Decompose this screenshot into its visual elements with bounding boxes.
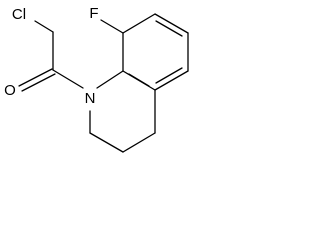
structure-diagram: Cl F O N xyxy=(4,5,189,153)
bond-carbonyl-nitrogen xyxy=(52,69,84,89)
bond-c4a-c8a-inner xyxy=(128,73,150,87)
bond-c8-c7 xyxy=(122,13,156,34)
bond-n-c8a xyxy=(96,70,124,89)
bond-carbonyl-oxygen-1 xyxy=(18,68,53,87)
bond-cl-ch2 xyxy=(34,20,54,33)
bond-c7-c6 xyxy=(154,13,189,34)
atom-fluorine: F xyxy=(89,5,98,22)
bond-c7-c6-inner xyxy=(155,20,183,37)
bond-c3-c4 xyxy=(122,132,156,153)
bond-carbonyl-oxygen-2 xyxy=(21,73,56,92)
bond-c5-c4a-inner xyxy=(155,67,183,84)
bond-c2-c3 xyxy=(89,132,124,153)
bond-c8-fluorine xyxy=(100,19,124,34)
bond-c5-c4a xyxy=(154,70,189,91)
atom-nitrogen: N xyxy=(85,90,96,107)
atom-chlorine: Cl xyxy=(12,6,26,23)
atom-oxygen: O xyxy=(4,82,16,99)
